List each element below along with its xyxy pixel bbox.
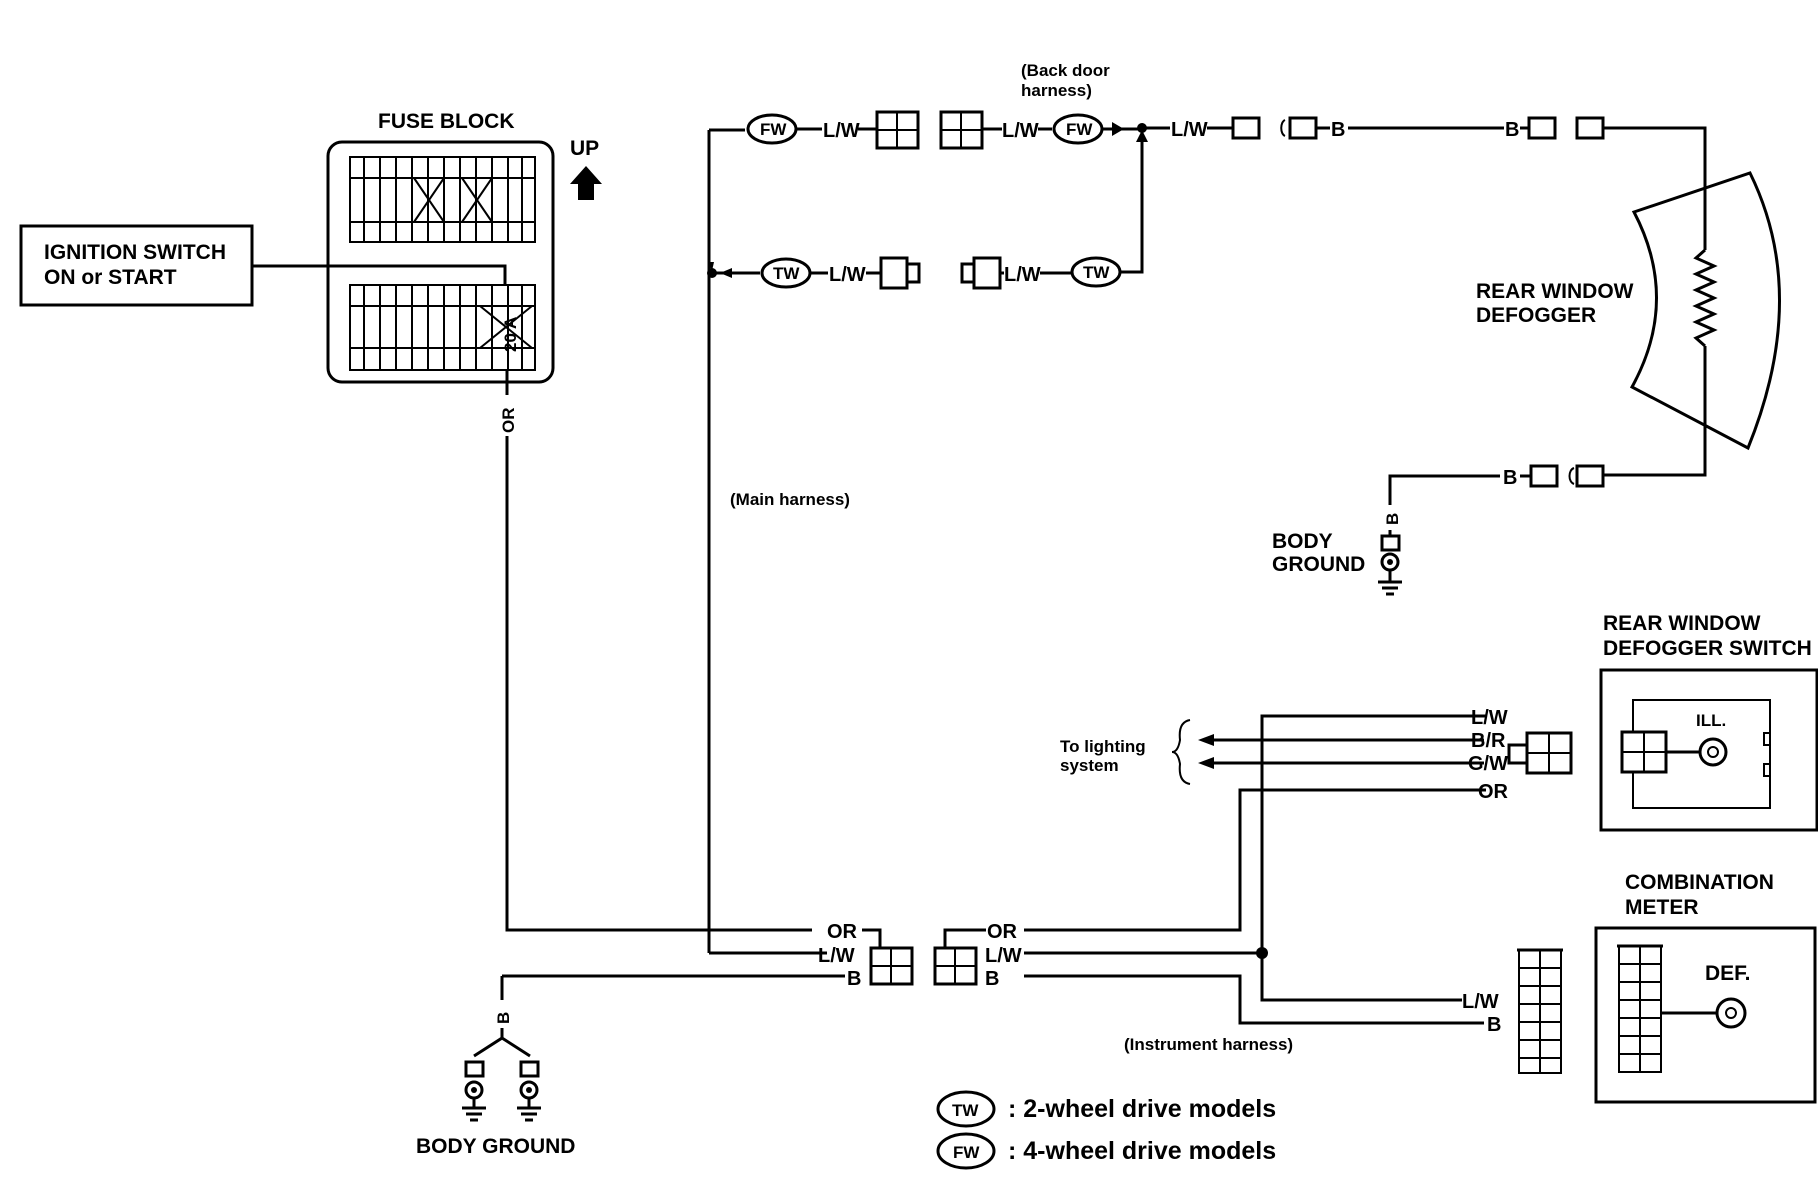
back-door-harness-label-2: harness) xyxy=(1021,81,1092,100)
wire-label-b: B xyxy=(985,968,999,990)
wire-label-lw: L/W xyxy=(1471,707,1508,729)
fw-branch: FW L/W L/W FW xyxy=(709,110,1147,150)
body-ground-bottom: B BODY GROUND xyxy=(416,976,575,1158)
connector xyxy=(1527,116,1557,140)
connector xyxy=(1575,464,1605,488)
ignition-switch: IGNITION SWITCH ON or START xyxy=(19,224,254,307)
wire-label-b: B xyxy=(847,968,861,990)
to-lighting-label-2: system xyxy=(1060,756,1119,775)
instrument-harness-label: (Instrument harness) xyxy=(1124,1035,1293,1054)
lw-wire-to-meter xyxy=(1024,951,1462,1002)
wire-label-or: OR xyxy=(987,921,1018,943)
lw-wire-to-switch xyxy=(1260,714,1486,953)
combination-meter: COMBINATION METER DEF. xyxy=(1594,871,1817,1104)
junction-dot xyxy=(1256,947,1268,959)
tw-badge-text: TW xyxy=(773,264,800,283)
rear-window-defogger-label-2: DEFOGGER xyxy=(1476,304,1596,327)
defogger-ground: B B BODY GROUND xyxy=(1272,464,1605,596)
fuse-rating: 20 A xyxy=(501,317,520,352)
def-label: DEF. xyxy=(1705,962,1751,985)
body-ground-bottom-label: BODY GROUND xyxy=(416,1135,575,1158)
rear-window-defogger-switch: REAR WINDOW DEFOGGER SWITCH ILL. xyxy=(1599,612,1818,832)
b-wire-to-meter xyxy=(1024,974,1484,1025)
defogger-switch-label-1: REAR WINDOW xyxy=(1603,612,1761,635)
connector xyxy=(1575,116,1605,140)
ill-label: ILL. xyxy=(1696,711,1726,730)
fw-badge-text: FW xyxy=(760,120,787,139)
indicator-lamp-icon xyxy=(1715,997,1747,1029)
fuse-block: FUSE BLOCK 20 A xyxy=(326,110,555,384)
wire-label-or-vertical: OR xyxy=(499,408,518,434)
wire-label-br: B/R xyxy=(1471,730,1506,752)
tw-badge-text: TW xyxy=(1083,263,1110,282)
legend-fw-badge xyxy=(936,1132,996,1170)
combination-meter-label-2: METER xyxy=(1625,896,1699,919)
rear-window-defogger: REAR WINDOW DEFOGGER xyxy=(1476,171,1781,477)
wire-label-lw: L/W xyxy=(1171,119,1208,141)
wire-label-b: B xyxy=(1503,467,1517,489)
fuse-block-title: FUSE BLOCK xyxy=(378,110,515,133)
switch-connector: L/W B/R G/W OR xyxy=(1468,707,1573,803)
wire-label-b: B xyxy=(1383,513,1402,525)
wire-label-lw: L/W xyxy=(1002,120,1039,142)
lamp-icon xyxy=(1698,737,1728,767)
body-ground-label-2: GROUND xyxy=(1272,553,1365,576)
connector xyxy=(879,256,909,290)
meter-connector: L/W B xyxy=(1462,948,1563,1074)
back-door-harness-label-1: (Back door xyxy=(1021,61,1110,80)
rear-window-defogger-label-1: REAR WINDOW xyxy=(1476,280,1634,303)
legend-tw-text: : 2-wheel drive models xyxy=(1008,1095,1276,1123)
legend-fw-badge-text: FW xyxy=(953,1143,980,1162)
wire-label-b: B xyxy=(1331,119,1345,141)
combination-meter-label-1: COMBINATION xyxy=(1625,871,1774,894)
connector xyxy=(1288,116,1318,140)
arrow-head xyxy=(708,262,714,271)
defogger-switch-label-2: DEFOGGER SWITCH xyxy=(1603,637,1812,660)
fw-badge-text: FW xyxy=(1066,120,1093,139)
wire-label-lw: L/W xyxy=(818,945,855,967)
legend-tw-badge-text: TW xyxy=(952,1101,979,1120)
to-lighting-label-1: To lighting xyxy=(1060,737,1146,756)
or-wire-to-switch xyxy=(1024,788,1486,932)
body-ground-label-1: BODY xyxy=(1272,530,1333,553)
wire-label-lw: L/W xyxy=(1004,264,1041,286)
lighting-lines: To lighting system xyxy=(1060,719,1484,785)
main-to-instrument-connector: OR L/W B OR L/W B xyxy=(502,921,1022,990)
wire-label-lw: L/W xyxy=(1462,991,1499,1013)
connector xyxy=(1231,116,1261,140)
wire-label-b: B xyxy=(1487,1014,1501,1036)
ignition-switch-label-1: IGNITION SWITCH xyxy=(44,241,226,264)
legend: TW : 2-wheel drive models FW : 4-wheel d… xyxy=(936,1090,1276,1170)
wire-label-lw: L/W xyxy=(829,264,866,286)
defogger-feed: L/W B B xyxy=(1142,116,1707,250)
wire-label-gw: G/W xyxy=(1468,753,1508,775)
connector xyxy=(1529,464,1559,488)
wire-label-lw: L/W xyxy=(985,945,1022,967)
wire-label-or: OR xyxy=(827,921,858,943)
fuse-output-or-wire: OR xyxy=(499,370,812,932)
tw-branch: TW L/W L/W TW xyxy=(709,130,1148,290)
ignition-wire xyxy=(252,264,507,285)
up-arrow-icon: UP xyxy=(570,137,602,200)
ignition-switch-label-2: ON or START xyxy=(44,266,177,289)
up-label: UP xyxy=(570,137,599,160)
wire-label-b: B xyxy=(494,1012,513,1024)
legend-fw-text: : 4-wheel drive models xyxy=(1008,1137,1276,1165)
wire-label-or: OR xyxy=(1478,781,1509,803)
legend-tw-badge xyxy=(936,1090,996,1128)
wire-label-b: B xyxy=(1505,119,1519,141)
main-harness-label: (Main harness) xyxy=(730,490,850,509)
connector xyxy=(960,262,976,284)
wire-label-lw: L/W xyxy=(823,120,860,142)
